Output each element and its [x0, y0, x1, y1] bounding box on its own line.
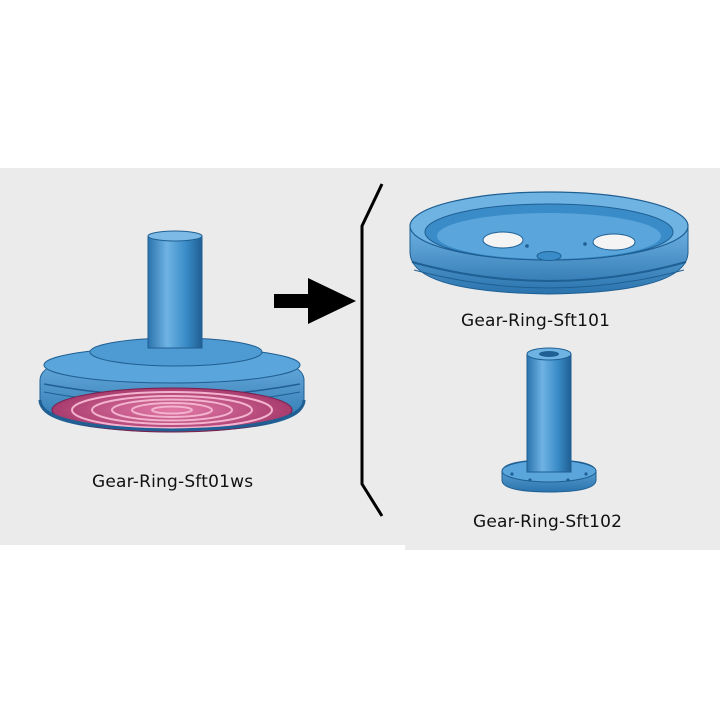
assembly-label: Gear-Ring-Sft01ws [92, 472, 254, 492]
right-arrow-icon [274, 278, 356, 324]
spiral-spring [51, 387, 293, 433]
part-102-model [501, 347, 597, 493]
assembly-model [38, 230, 306, 433]
part-102-label: Gear-Ring-Sft102 [473, 512, 623, 532]
part-101-label: Gear-Ring-Sft101 [461, 311, 611, 331]
part-101-model [409, 191, 689, 295]
bracket-icon [360, 183, 384, 517]
